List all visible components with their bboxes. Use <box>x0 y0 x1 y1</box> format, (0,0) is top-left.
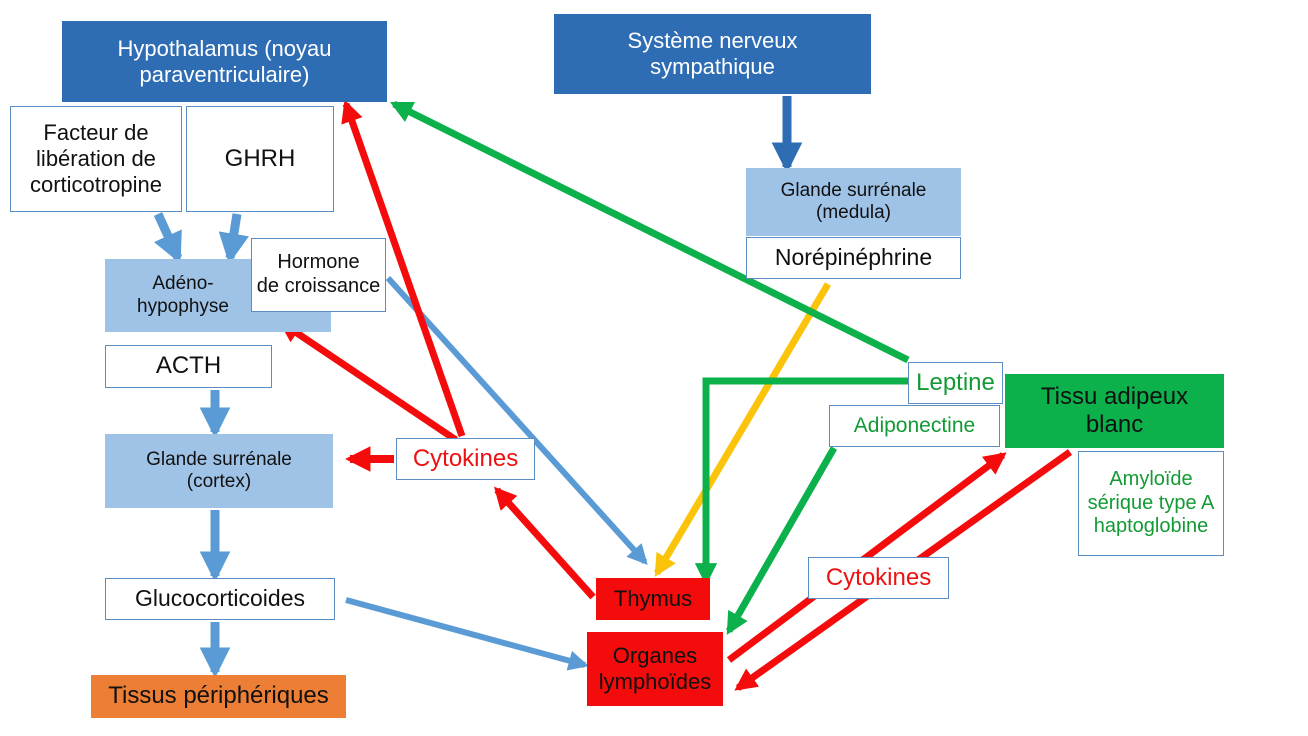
organes-lymphoides-node: Organes lymphoïdes <box>587 632 723 706</box>
arrow-crh-to-adenohypophyse <box>153 212 183 264</box>
hormone-croissance-node: Hormone de croissance <box>251 238 386 312</box>
arrow-cytokines-to-adenohypophyse <box>278 320 458 443</box>
adiponectine-node: Adiponectine <box>829 405 1000 447</box>
arrow-norepinephrine-to-thymus <box>653 282 832 577</box>
crh-node: Facteur de libération de corticotropine <box>10 106 182 212</box>
thymus-node: Thymus <box>596 578 710 620</box>
cytokines-center-node: Cytokines <box>396 438 535 480</box>
hypothalamus-node: Hypothalamus (noyau paraventriculaire) <box>62 21 387 102</box>
tissus-peripheriques-node: Tissus périphériques <box>91 675 346 718</box>
arrow-glucocorticoides-to-organes <box>345 597 589 671</box>
tissu-adipeux-node: Tissu adipeux blanc <box>1005 374 1224 448</box>
ghrh-node: GHRH <box>186 106 334 212</box>
acth-node: ACTH <box>105 345 272 388</box>
norepinephrine-node: Norépinéphrine <box>746 237 961 279</box>
arrow-leptine-to-thymus <box>694 377 908 586</box>
arrow-leptine-to-hypothalamus <box>389 100 910 364</box>
arrow-thymus-to-cytokines <box>494 486 596 600</box>
arrow-adiponectine-to-organes <box>725 446 838 635</box>
arrow-hormone-to-thymus <box>385 275 648 566</box>
glande-surrenale-cortex-node: Glande surrénale (cortex) <box>105 434 333 508</box>
arrow-ghrh-to-adenohypophyse <box>218 213 249 265</box>
arrow-cytokines-to-hypothalamus <box>341 99 466 438</box>
glande-surrenale-medula-node: Glande surrénale (medula) <box>746 168 961 236</box>
glucocorticoides-node: Glucocorticoides <box>105 578 335 620</box>
leptine-node: Leptine <box>908 362 1003 404</box>
systeme-nerveux-node: Système nerveux sympathique <box>554 14 871 94</box>
amyloide-node: Amyloïde sérique type A haptoglobine <box>1078 451 1224 556</box>
cytokines-right-node: Cytokines <box>808 557 949 599</box>
